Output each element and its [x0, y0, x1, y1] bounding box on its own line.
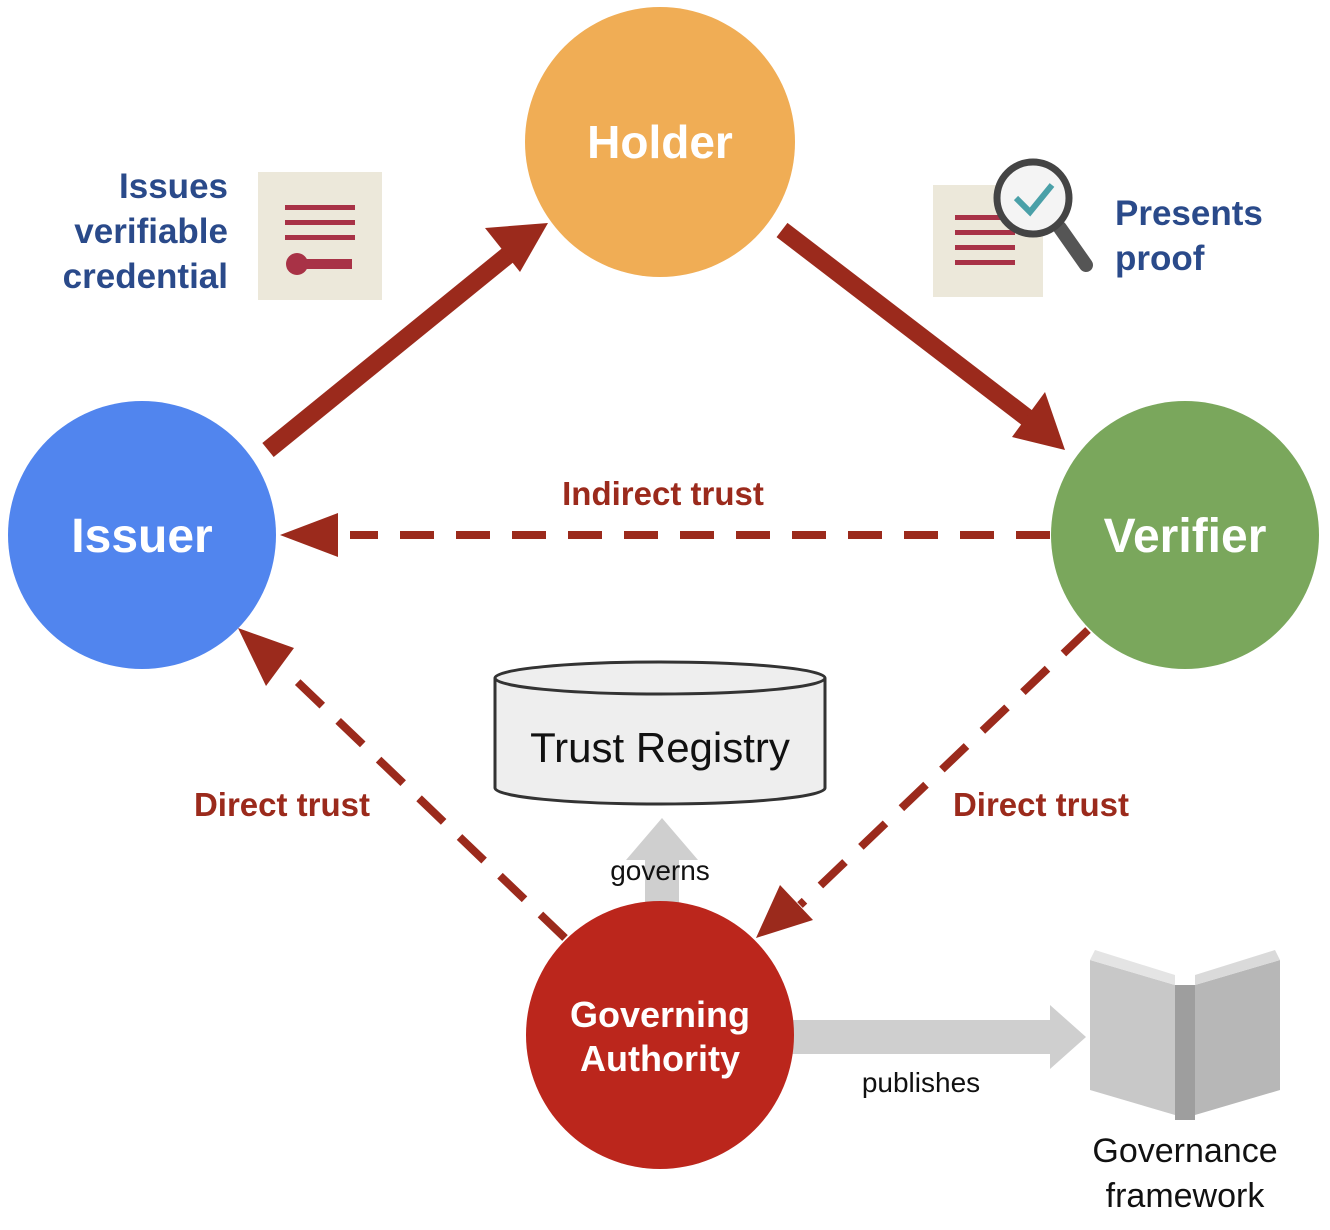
trust-registry-label: Trust Registry	[530, 724, 790, 771]
governs-label: governs	[610, 855, 710, 886]
magnifier-document-icon	[933, 158, 1093, 297]
governing-authority-label-line1: Governing	[570, 994, 750, 1035]
direct-trust-left-arrow	[238, 628, 568, 941]
verifier-label: Verifier	[1104, 510, 1267, 563]
presents-label-line1: Presents	[1115, 194, 1263, 233]
governance-framework-label-line2: framework	[1106, 1177, 1266, 1215]
publishes-arrow	[790, 1005, 1086, 1069]
issues-label-line1: Issues	[119, 167, 228, 206]
direct-trust-right-arrow	[756, 627, 1091, 938]
publishes-label: publishes	[862, 1067, 980, 1098]
governing-authority-node: Governing Authority	[526, 901, 794, 1169]
presents-label-line2: proof	[1115, 239, 1205, 278]
holder-label: Holder	[587, 116, 733, 168]
governance-framework-label-line1: Governance	[1092, 1132, 1277, 1170]
presents-arrow	[776, 222, 1065, 450]
issuer-node: Issuer	[8, 401, 276, 669]
direct-trust-right-label: Direct trust	[953, 786, 1129, 823]
credential-document-icon	[258, 172, 382, 300]
open-book-icon	[1090, 950, 1280, 1120]
trust-registry-database: Trust Registry	[493, 660, 827, 806]
verifier-node: Verifier	[1051, 401, 1319, 669]
presents-label: Presents proof	[1115, 194, 1263, 278]
issues-arrow	[262, 223, 548, 457]
governs-arrow	[626, 818, 698, 908]
issues-label: Issues verifiable credential	[63, 167, 228, 296]
governing-authority-label-line2: Authority	[580, 1038, 740, 1079]
indirect-trust-arrow	[280, 513, 1050, 557]
direct-trust-left-label: Direct trust	[194, 786, 370, 823]
holder-node: Holder	[525, 7, 795, 277]
issuer-label: Issuer	[71, 510, 212, 563]
issues-label-line2: verifiable	[74, 212, 228, 251]
issues-label-line3: credential	[63, 257, 228, 296]
indirect-trust-label: Indirect trust	[562, 475, 764, 512]
